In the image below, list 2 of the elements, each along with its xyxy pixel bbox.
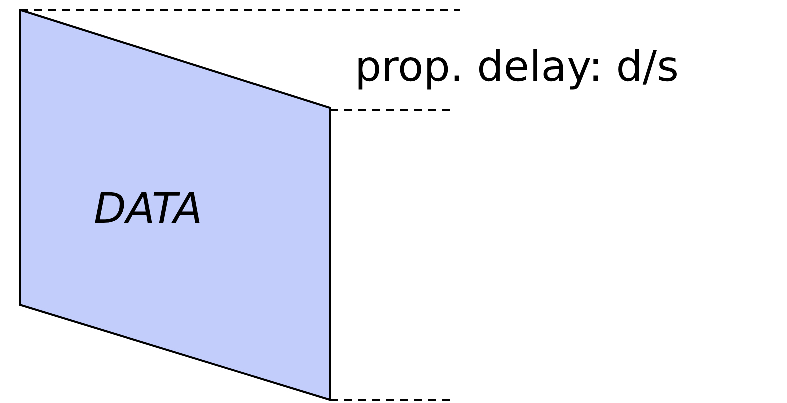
delay-label: prop. delay: d/s: [355, 42, 679, 91]
node-label: DATA: [94, 184, 203, 233]
